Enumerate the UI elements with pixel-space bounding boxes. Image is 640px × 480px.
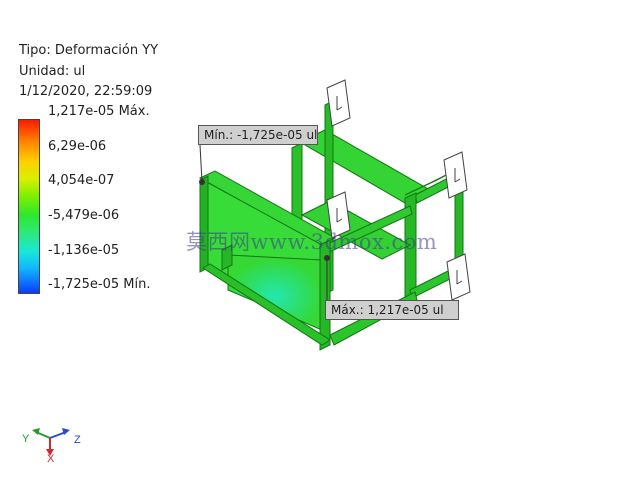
unit-label: Unidad: ul: [19, 64, 86, 79]
min-value-callout[interactable]: Mín.: -1,725e-05 ul: [198, 125, 318, 145]
timestamp-label: 1/12/2020, 22:59:09: [19, 84, 153, 99]
fixed-constraint-icon[interactable]: [326, 79, 351, 127]
fixed-constraint-icon[interactable]: [443, 151, 468, 199]
fixed-constraint-icon[interactable]: [326, 191, 351, 239]
max-marker: [324, 255, 330, 261]
frame-structure[interactable]: [198, 100, 464, 351]
color-scale-bar: [18, 119, 40, 294]
legend-tick-2: 6,29e-06: [48, 139, 107, 154]
fixed-constraint-icon[interactable]: [446, 253, 471, 301]
legend-tick-max: 1,217e-05 Máx.: [48, 104, 150, 119]
watermark-text: 莫西网www.3dmox.com: [186, 230, 438, 254]
triad-x-label: X: [47, 453, 55, 465]
max-value-callout[interactable]: Máx.: 1,217e-05 ul: [325, 300, 459, 320]
legend-tick-3: 4,054e-07: [48, 173, 115, 188]
min-marker: [199, 179, 205, 185]
triad-y-label: Y: [22, 433, 30, 445]
result-type-label: Tipo: Deformación YY: [19, 43, 159, 58]
min-leader-line: [199, 144, 203, 183]
triad-z-label: Z: [74, 434, 81, 446]
triad-axes-icon: [32, 428, 70, 456]
legend-tick-5: -1,136e-05: [48, 243, 120, 258]
legend-tick-min: -1,725e-05 Mín.: [48, 277, 151, 292]
legend-tick-4: -5,479e-06: [48, 208, 120, 223]
view-orientation-triad[interactable]: Y Z X: [14, 418, 84, 468]
